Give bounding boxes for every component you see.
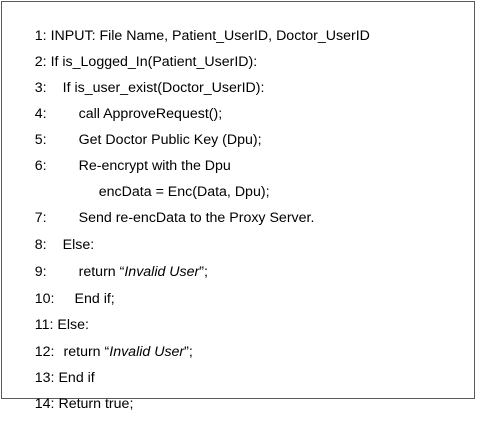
line-text: Re-encrypt with the Dpu xyxy=(78,158,231,174)
line-text: End if; xyxy=(74,291,115,307)
line-text: Else: xyxy=(57,317,89,333)
line-number: 11: xyxy=(34,317,54,333)
line-number: 4: xyxy=(34,106,47,122)
line-text-italic: Invalid User xyxy=(109,344,185,360)
line-text-italic: Invalid User xyxy=(124,264,200,280)
line-number: 7: xyxy=(34,210,47,226)
line-text: call ApproveRequest(); xyxy=(78,106,223,122)
algorithm-line-7: 7: Send re-encData to the Proxy Server. xyxy=(19,188,315,226)
line-text: Else: xyxy=(62,237,95,253)
algorithm-line-8: 8: Else: xyxy=(19,215,94,253)
algorithm-line-1: 1: INPUT: File Name, Patient_UserID, Doc… xyxy=(19,6,370,44)
line-text-before: return “ xyxy=(78,264,125,280)
line-number: 6: xyxy=(34,158,47,174)
line-text: Get Doctor Public Key (Dpu); xyxy=(78,132,262,148)
line-number: 9: xyxy=(34,264,47,280)
line-text-after: ”; xyxy=(199,264,208,280)
line-number: 8: xyxy=(34,237,47,253)
algorithm-line-12: 12: return “Invalid User”; xyxy=(19,322,193,360)
algorithm-line-9: 9: return “Invalid User”; xyxy=(19,242,208,280)
line-number: 1: xyxy=(34,28,47,44)
line-text: End if xyxy=(58,370,95,386)
line-number: 3: xyxy=(34,80,47,96)
algorithm-line-6-continuation: encData = Enc(Data, Dpu); xyxy=(19,162,270,200)
algorithm-line-13: 13: End if xyxy=(19,348,95,386)
algorithm-line-5: 5: Get Doctor Public Key (Dpu); xyxy=(19,110,262,148)
line-number: 12: xyxy=(34,344,55,360)
line-text: INPUT: File Name, Patient_UserID, Doctor… xyxy=(50,28,370,44)
algorithm-line-3: 3: If is_user_exist(Doctor_UserID): xyxy=(19,58,265,96)
line-number: 10: xyxy=(34,291,55,307)
line-text: Send re-encData to the Proxy Server. xyxy=(78,210,315,226)
algorithm-line-6: 6: Re-encrypt with the Dpu xyxy=(19,136,231,174)
algorithm-line-14: 14: Return true; xyxy=(19,374,134,412)
line-text: If is_user_exist(Doctor_UserID): xyxy=(62,80,265,96)
line-number: 14: xyxy=(34,396,55,412)
algorithm-line-10: 10: End if; xyxy=(19,269,115,307)
line-text-before: return “ xyxy=(63,344,110,360)
line-number: 2: xyxy=(34,54,47,70)
line-text: Return true; xyxy=(58,396,134,412)
line-text: If is_Logged_In(Patient_UserID): xyxy=(50,54,258,70)
algorithm-line-4: 4: call ApproveRequest(); xyxy=(19,84,222,122)
algorithm-line-11: 11: Else: xyxy=(19,295,89,333)
line-number: 5: xyxy=(34,132,47,148)
line-text: encData = Enc(Data, Dpu); xyxy=(98,184,270,200)
line-number: 13: xyxy=(34,370,55,386)
line-text-after: ”; xyxy=(184,344,193,360)
algorithm-line-2: 2: If is_Logged_In(Patient_UserID): xyxy=(19,32,257,70)
algorithm-box: 1: INPUT: File Name, Patient_UserID, Doc… xyxy=(1,1,475,412)
